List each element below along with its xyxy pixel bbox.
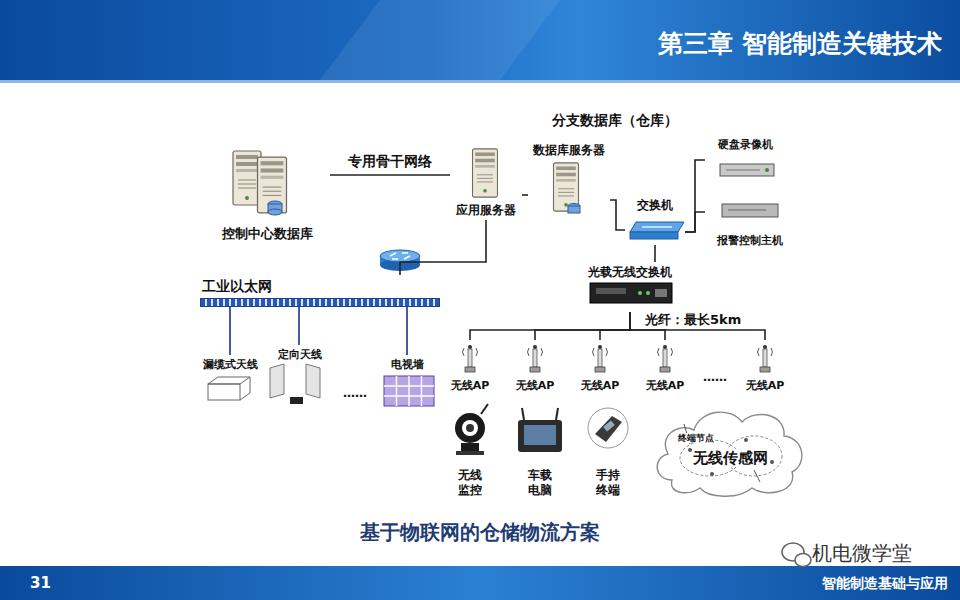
- leaky-cable-icon: [208, 377, 250, 400]
- node-label: 光载无线交换机: [588, 265, 672, 279]
- network-link: [406, 307, 408, 355]
- header-bar: [0, 0, 960, 80]
- node-label: 数据库服务器: [533, 143, 605, 157]
- network-link: [600, 312, 630, 340]
- device-node: 硬盘录像机: [705, 135, 785, 185]
- node-label: 报警控制主机: [717, 234, 783, 247]
- node-note: 终端节点: [678, 433, 714, 444]
- tv-wall-icon: [384, 376, 434, 406]
- ethernet-band: [200, 298, 440, 307]
- node-label: 无线AP: [746, 379, 785, 392]
- camera-icon: [455, 404, 488, 455]
- db-server-icon: [554, 163, 581, 213]
- server-node: 应用服务器: [450, 140, 522, 220]
- header-sheen: [320, 0, 560, 80]
- switch-node: 光载无线交换机: [575, 262, 685, 312]
- network-link: [535, 312, 630, 340]
- access-point: 无线AP: [505, 340, 565, 395]
- sensor-cloud: 终端节点无线传感网: [650, 400, 810, 500]
- antenna-node: 漏缆式天线: [195, 355, 265, 405]
- node-label: 无线AP: [516, 379, 555, 392]
- footer-bar: [0, 566, 960, 600]
- network-link: [630, 312, 765, 340]
- server-icon: [233, 151, 287, 215]
- access-point: 无线AP: [635, 340, 695, 395]
- header-rule: [0, 80, 960, 83]
- node-label: 应用服务器: [456, 203, 516, 217]
- vehicle-computer-icon: [518, 408, 562, 452]
- network-link: [522, 194, 528, 196]
- link-label: 专用骨干网络: [345, 153, 435, 171]
- network-link: [330, 174, 450, 176]
- ellipsis: ……: [343, 386, 367, 400]
- app-server-icon: [473, 149, 498, 197]
- antenna-node: 定向天线: [262, 345, 337, 410]
- dvr-icon: [720, 164, 774, 176]
- access-point: 无线AP: [735, 340, 795, 395]
- rof-switch-icon: [590, 283, 672, 303]
- server-node: 数据库服务器: [528, 140, 610, 220]
- ethernet-bus: 工业以太网: [200, 275, 440, 307]
- network-link: [685, 160, 705, 232]
- watermark: 机电微学堂: [812, 540, 912, 567]
- node-label: 手持终端: [595, 468, 620, 497]
- device-node: 报警控制主机: [705, 200, 795, 250]
- node-label: 硬盘录像机: [718, 138, 773, 151]
- network-link: [470, 312, 630, 340]
- terminal-node: 车载电脑: [510, 405, 570, 500]
- network-link: [400, 220, 486, 275]
- switch-icon: [630, 222, 684, 239]
- switch-node: 交换机: [625, 195, 685, 245]
- footer-text: 智能制造基础与应用: [822, 575, 948, 593]
- node-label: 交换机: [637, 198, 673, 212]
- node-label: 无线监控: [457, 468, 482, 497]
- ap-antenna-icon: [463, 345, 773, 372]
- node-label: 无线传感网: [693, 449, 768, 467]
- access-point: 无线AP: [570, 340, 630, 395]
- network-link: [298, 307, 300, 345]
- handheld-icon: [588, 408, 628, 448]
- ellipsis: ……: [703, 370, 727, 384]
- terminal-node: 手持终端: [578, 405, 638, 500]
- terminal-node: 无线监控: [440, 405, 500, 500]
- node-label: 工业以太网: [202, 278, 272, 295]
- fiber-note: 光纤：最长5km: [645, 311, 741, 329]
- directional-antenna-icon: [270, 364, 320, 404]
- node-label: 电视墙: [391, 358, 424, 371]
- wechat-icon: [782, 543, 811, 567]
- region-heading: 分支数据库（仓库）: [552, 112, 678, 130]
- node-label: 无线AP: [646, 379, 685, 392]
- network-link: [229, 307, 231, 355]
- node-label: 定向天线: [278, 348, 322, 361]
- node-label: 无线AP: [451, 379, 490, 392]
- node-label: 控制中心数据库: [222, 226, 313, 242]
- network-link: [654, 245, 656, 262]
- display-node: 电视墙: [375, 355, 440, 410]
- node-label: 漏缆式天线: [203, 358, 258, 371]
- node-label: 车载电脑: [527, 468, 552, 497]
- slide-title: 第三章 智能制造关键技术: [658, 27, 942, 60]
- alarm-host-icon: [722, 204, 778, 217]
- access-point: 无线AP: [440, 340, 500, 395]
- node-label: 无线AP: [581, 379, 620, 392]
- network-link: [610, 200, 625, 230]
- server-node: 控制中心数据库: [205, 140, 330, 245]
- network-link: [685, 212, 705, 232]
- page-number: 31: [30, 574, 51, 592]
